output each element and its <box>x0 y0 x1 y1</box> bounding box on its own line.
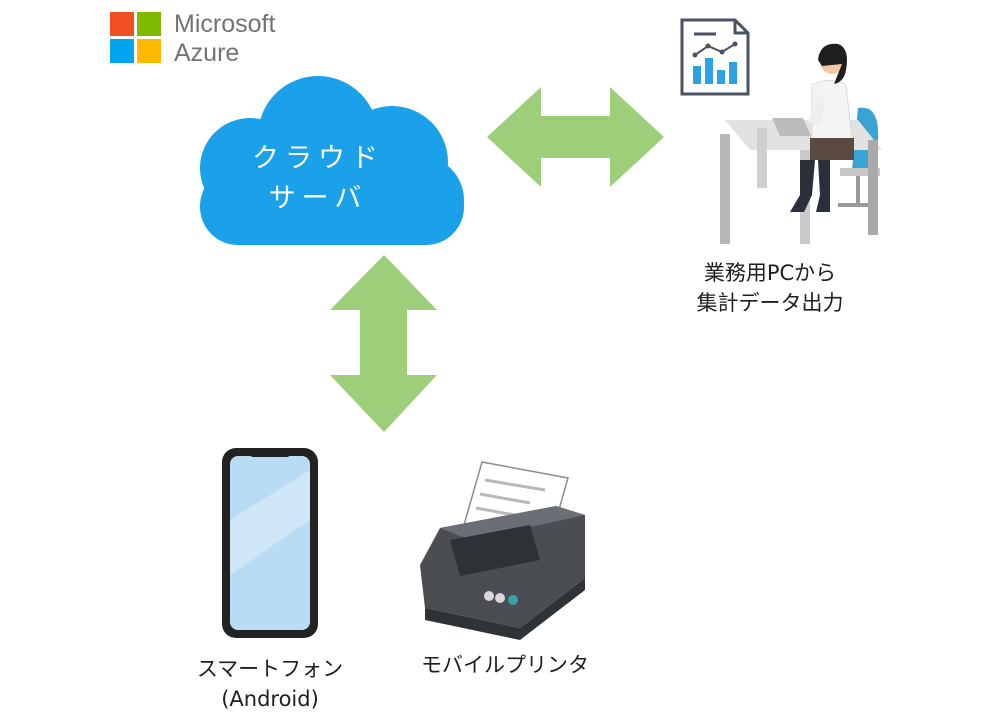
mobile-printer-icon <box>420 461 585 640</box>
printer-caption: モバイルプリンタ <box>421 653 589 677</box>
smartphone-icon <box>222 448 318 638</box>
horizontal-double-arrow-icon <box>487 87 664 187</box>
brand-line-2: Azure <box>174 39 240 67</box>
cloud-label-line-1: クラウド <box>252 143 384 174</box>
brand-line-1: Microsoft <box>174 10 276 38</box>
vertical-double-arrow-icon <box>330 255 437 432</box>
report-chart-icon <box>680 18 750 96</box>
azure-brand-text: Microsoft Azure <box>174 10 275 68</box>
office-worker-icon <box>720 43 882 244</box>
smartphone-caption: スマートフォン (Android) <box>185 654 355 714</box>
office-caption: 業務用PCから 集計データ出力 <box>670 258 870 318</box>
office-caption-line-1: 業務用PCから <box>703 261 837 285</box>
smartphone-caption-line-2: (Android) <box>221 687 319 711</box>
smartphone-caption-line-1: スマートフォン <box>196 657 344 681</box>
office-caption-line-2: 集計データ出力 <box>696 291 844 315</box>
cloud-icon <box>200 76 464 245</box>
microsoft-logo-icon <box>110 12 161 63</box>
cloud-label-line-2: サーバ <box>268 183 368 214</box>
